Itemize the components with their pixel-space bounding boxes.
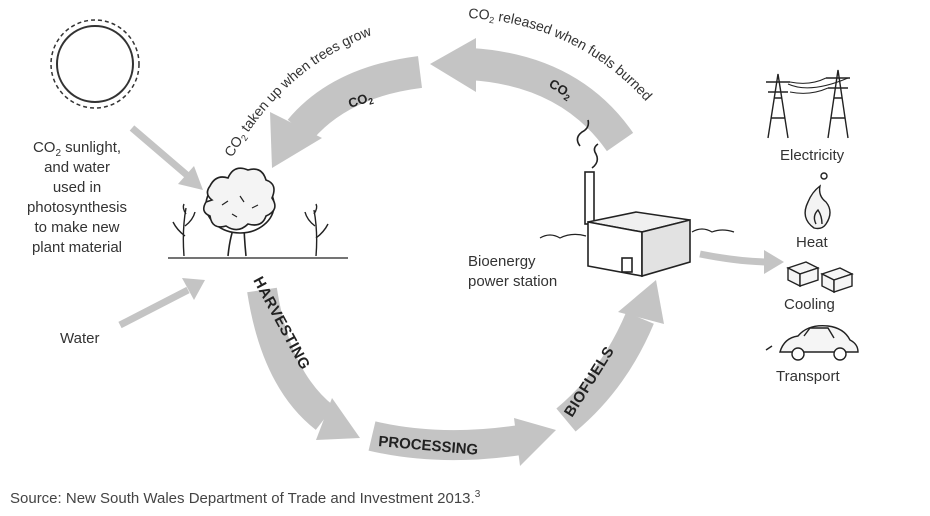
- biofuels-arrow: BIOFUELS: [556, 280, 664, 432]
- co2-uptake-arrow: CO2: [270, 56, 423, 168]
- power-station-label-line1: Bioenergy: [468, 253, 536, 270]
- processing-arrow: PROCESSING: [368, 418, 556, 466]
- power-station-icon: [539, 119, 735, 278]
- water-label: Water: [60, 330, 99, 347]
- tree-icon: [202, 167, 276, 257]
- electricity-label: Electricity: [780, 147, 845, 164]
- heat-label: Heat: [796, 234, 829, 251]
- electricity-icon: [766, 69, 850, 139]
- sun-icon: [50, 19, 140, 109]
- svg-text:plant material: plant material: [32, 239, 122, 256]
- svg-text:CO2: CO2: [346, 89, 375, 113]
- water-arrow: [118, 278, 205, 329]
- svg-text:and water: and water: [44, 159, 110, 176]
- transport-label: Transport: [776, 368, 840, 385]
- photosynthesis-label: CO2 sunlight, and water used in photosyn…: [27, 139, 127, 256]
- heat-icon: [804, 172, 831, 230]
- bioenergy-cycle-diagram: CO2 sunlight, and water used in photosyn…: [27, 5, 859, 466]
- svg-text:used in: used in: [53, 179, 101, 196]
- svg-text:photosynthesis: photosynthesis: [27, 199, 127, 216]
- power-station-label-line2: power station: [468, 273, 557, 290]
- cooling-label: Cooling: [784, 296, 835, 313]
- cooling-icon: [786, 261, 854, 294]
- car-icon: [765, 325, 859, 361]
- svg-text:to make new: to make new: [34, 219, 119, 236]
- svg-text:CO2 sunlight,: CO2 sunlight,: [33, 139, 121, 159]
- co2-release-arrow: CO2: [430, 38, 634, 152]
- output-arrow: [699, 250, 784, 274]
- source-caption: Source: New South Wales Department of Tr…: [10, 489, 481, 507]
- plant-icon: [168, 203, 348, 259]
- sunlight-arrow: [129, 125, 203, 190]
- harvesting-arrow: HARVESTING: [247, 274, 360, 440]
